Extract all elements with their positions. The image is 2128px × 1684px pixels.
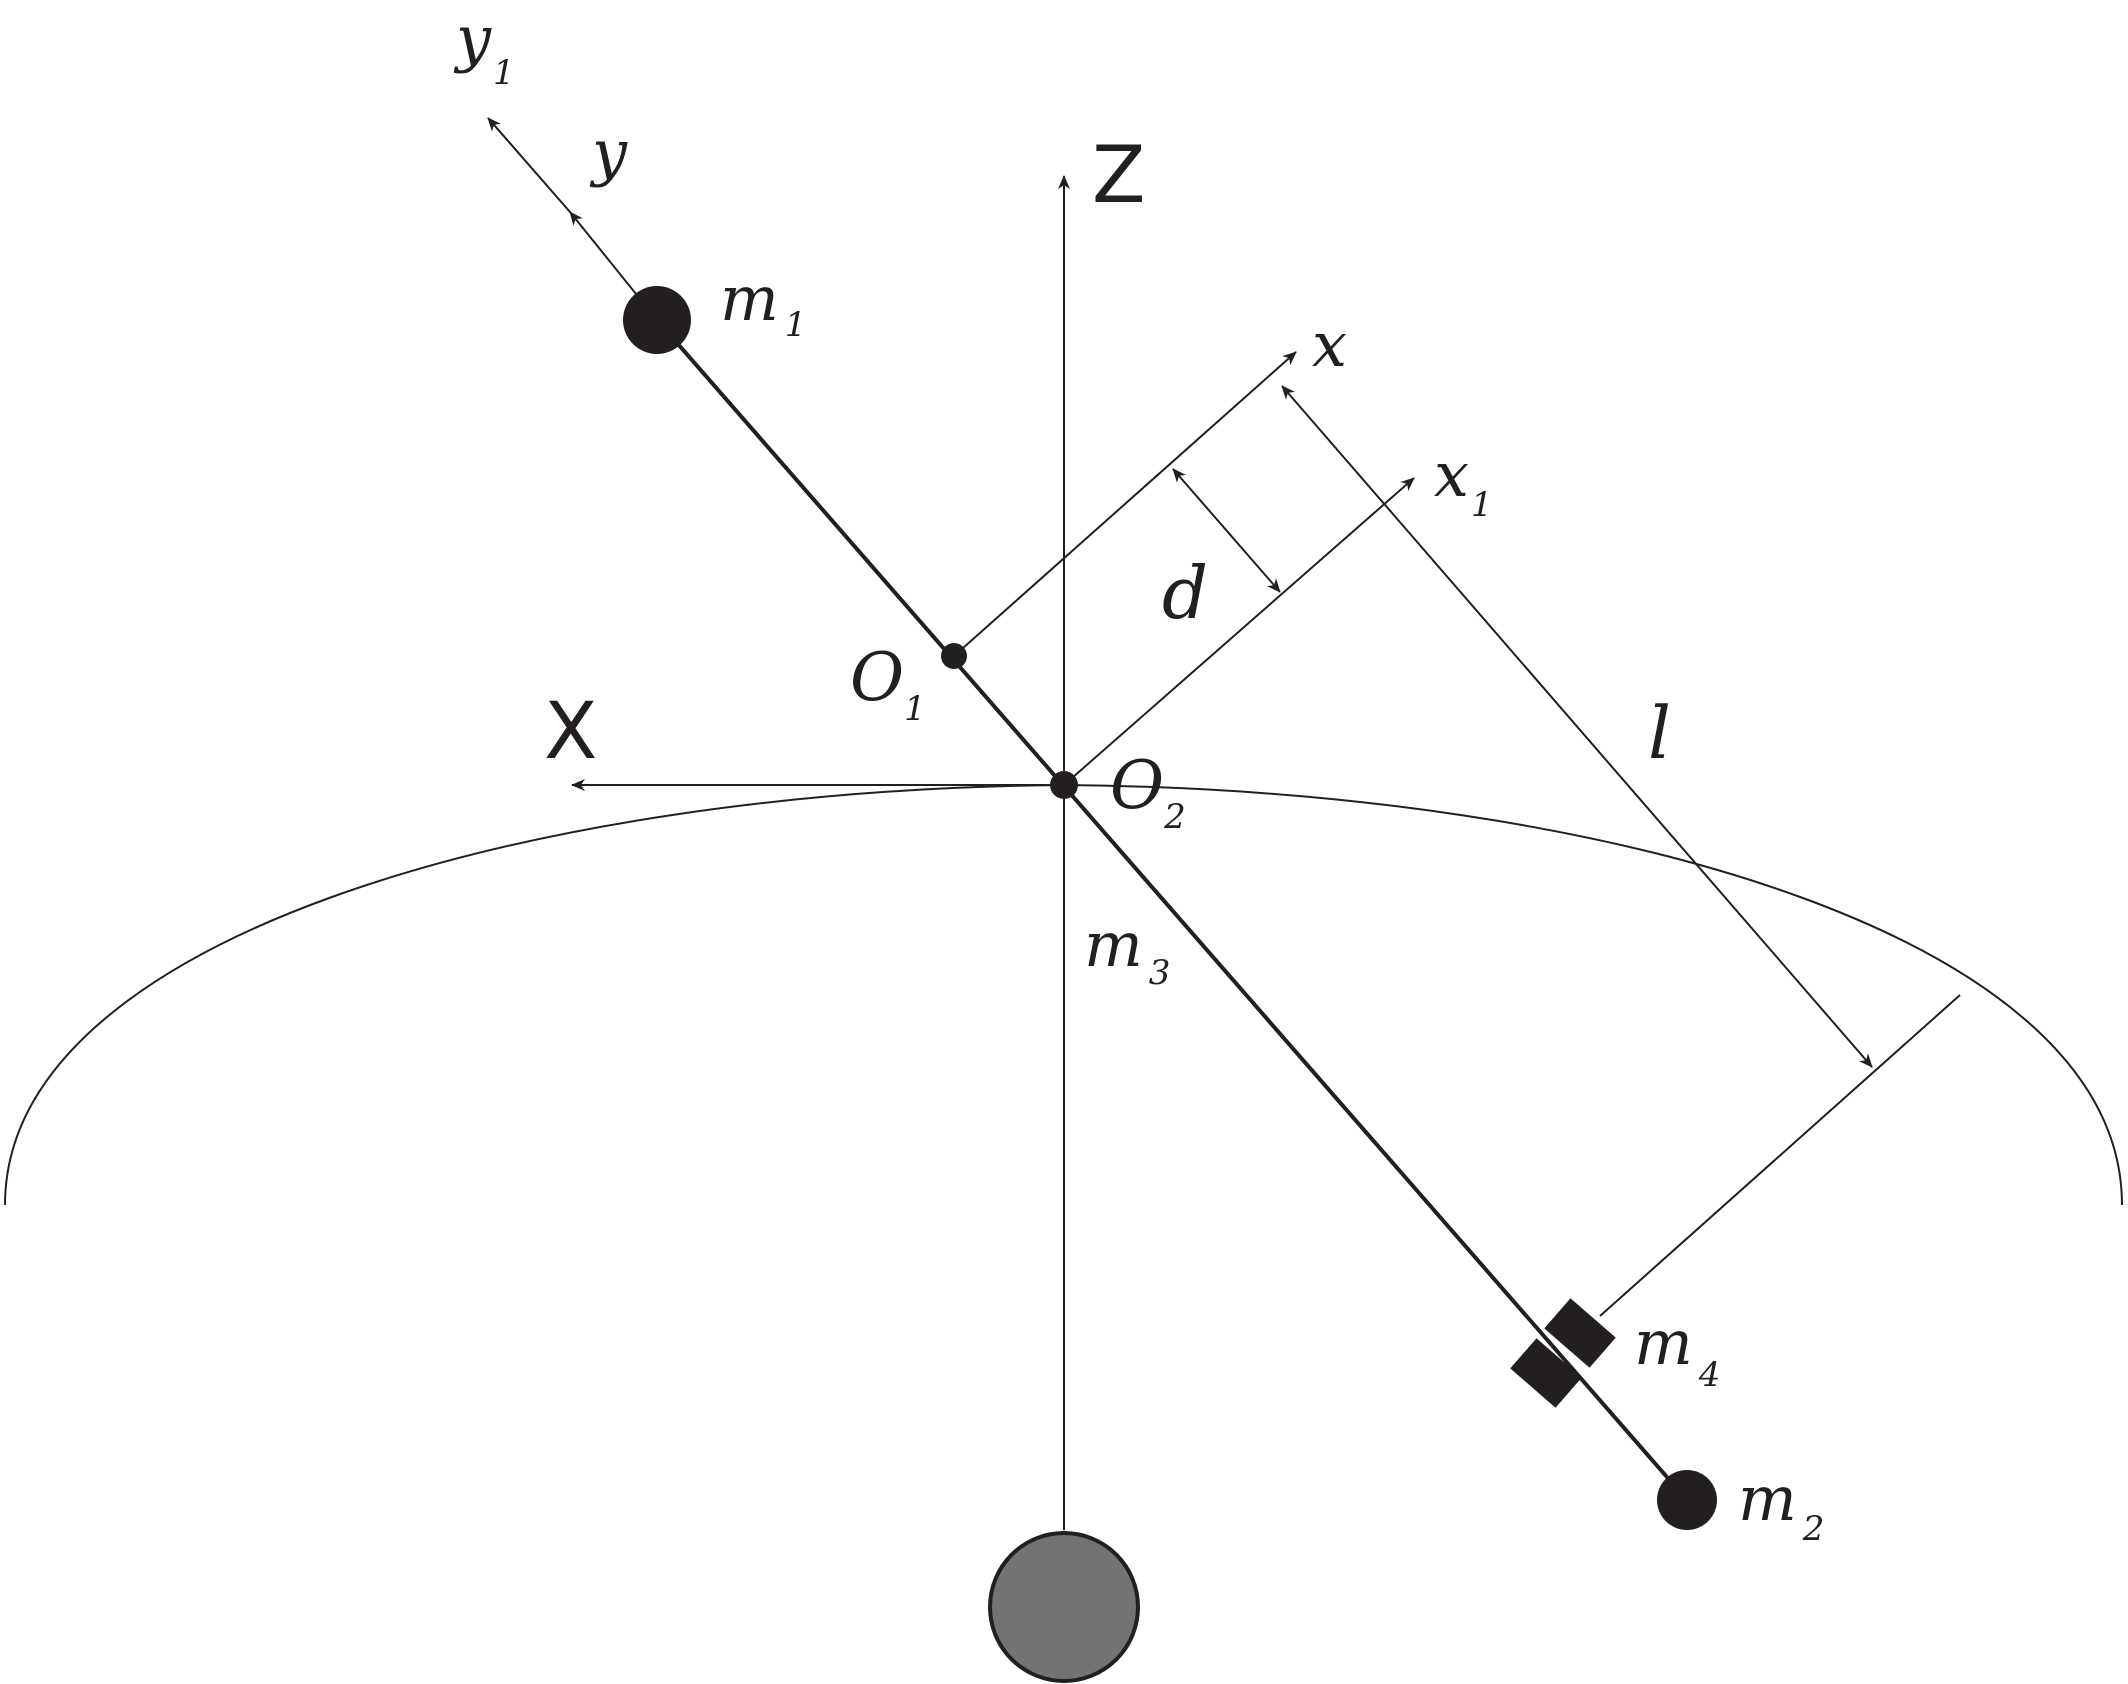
label-X: X: [544, 687, 597, 777]
m4-slider: [1510, 1298, 1616, 1408]
l-dimension: [1281, 385, 1873, 1068]
label-x: x: [1312, 308, 1347, 381]
point-O1: [941, 643, 967, 669]
main-rod: [655, 318, 1689, 1502]
l-extension-line: [1599, 994, 1961, 1317]
point-O2: [1050, 771, 1078, 799]
mass-m1: [623, 286, 691, 354]
label-y1: y1: [453, 2, 515, 93]
y1-axis: [487, 117, 571, 213]
label-Z: Z: [1092, 131, 1145, 221]
label-y: y: [589, 116, 628, 189]
d-dimension: [1172, 468, 1281, 593]
label-O1: O1: [850, 639, 926, 729]
label-d: d: [1162, 551, 1208, 635]
x-axis-body: [953, 351, 1297, 657]
label-l: l: [1648, 691, 1671, 775]
label-x1: x1: [1434, 438, 1493, 525]
pendulum-ball: [988, 1531, 1140, 1683]
x1-axis-body: [1063, 477, 1415, 786]
mass-m2: [1657, 1470, 1717, 1530]
label-O2: O2: [1110, 747, 1186, 837]
